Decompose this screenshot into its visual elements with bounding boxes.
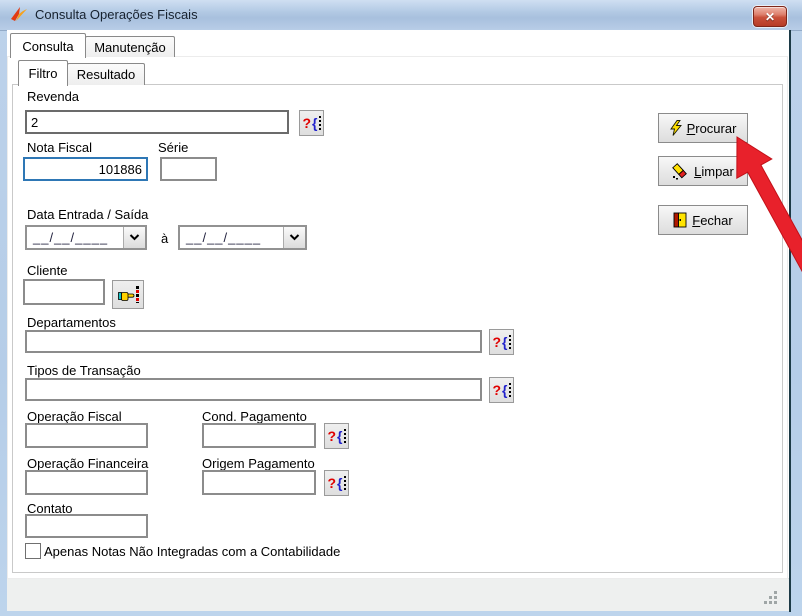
lookup-brace-icon: { bbox=[502, 382, 508, 398]
tab-consulta[interactable]: Consulta bbox=[10, 33, 86, 58]
lookup-dots-icon bbox=[343, 475, 346, 491]
tab-filtro-label: Filtro bbox=[28, 66, 58, 81]
date-range-separator: à bbox=[161, 231, 169, 246]
data-inicial-combo[interactable]: __/__/____ bbox=[25, 225, 147, 250]
data-final-dropdown-button[interactable] bbox=[283, 227, 305, 248]
chevron-down-icon bbox=[129, 234, 140, 241]
lookup-question-icon: ? bbox=[492, 334, 502, 350]
apenas-nao-integradas-checkbox[interactable] bbox=[25, 543, 41, 559]
departamentos-label: Departamentos bbox=[27, 315, 116, 330]
app-logo-icon bbox=[11, 7, 27, 21]
serie-label: Série bbox=[158, 140, 189, 155]
lookup-dots-icon bbox=[318, 115, 321, 131]
lookup-brace-icon: { bbox=[502, 334, 508, 350]
operacao-financeira-input[interactable] bbox=[25, 470, 148, 495]
revenda-lookup-button[interactable]: ?{ bbox=[299, 110, 324, 136]
resize-grip[interactable] bbox=[764, 591, 767, 594]
close-icon: ✕ bbox=[764, 9, 776, 24]
lookup-question-icon: ? bbox=[327, 475, 337, 491]
lookup-question-icon: ? bbox=[492, 382, 502, 398]
fechar-button[interactable]: Fechar bbox=[658, 205, 748, 235]
cliente-search-button[interactable] bbox=[112, 280, 144, 309]
data-final-mask: __/__/____ bbox=[186, 230, 262, 245]
data-final-combo[interactable]: __/__/____ bbox=[178, 225, 307, 250]
departamentos-lookup-button[interactable]: ?{ bbox=[489, 329, 514, 355]
tab-manutencao-label: Manutenção bbox=[94, 39, 166, 55]
cliente-input[interactable] bbox=[23, 279, 105, 305]
data-inicial-dropdown-button[interactable] bbox=[123, 227, 145, 248]
contato-input[interactable] bbox=[25, 514, 148, 538]
lookup-brace-icon: { bbox=[337, 428, 343, 444]
tab-filtro[interactable]: Filtro bbox=[18, 60, 68, 86]
lookup-question-icon: ? bbox=[327, 428, 337, 444]
tipos-transacao-lookup-button[interactable]: ?{ bbox=[489, 377, 514, 403]
lightning-icon bbox=[669, 120, 682, 136]
lookup-dots-icon bbox=[508, 334, 511, 350]
hand-dots-icon bbox=[135, 286, 139, 303]
eraser-icon bbox=[672, 162, 688, 179]
data-inicial-mask: __/__/____ bbox=[33, 230, 109, 245]
departamentos-input[interactable] bbox=[25, 330, 482, 353]
cond-pagamento-label: Cond. Pagamento bbox=[202, 409, 307, 424]
origem-pagamento-lookup-button[interactable]: ?{ bbox=[324, 470, 349, 496]
window-title: Consulta Operações Fiscais bbox=[35, 7, 198, 22]
nota-fiscal-input[interactable] bbox=[23, 157, 148, 181]
lookup-dots-icon bbox=[343, 428, 346, 444]
cond-pagamento-lookup-button[interactable]: ?{ bbox=[324, 423, 349, 449]
tab-resultado-label: Resultado bbox=[76, 67, 136, 82]
revenda-input[interactable] bbox=[25, 110, 289, 134]
close-button[interactable]: ✕ bbox=[753, 6, 787, 27]
cond-pagamento-input[interactable] bbox=[202, 423, 316, 448]
procurar-button-label: Procurar bbox=[686, 120, 737, 136]
tab-resultado[interactable]: Resultado bbox=[67, 63, 145, 85]
window-edge-line bbox=[789, 30, 791, 612]
tab-manutencao[interactable]: Manutenção bbox=[85, 36, 175, 57]
status-bar bbox=[7, 578, 789, 611]
origem-pagamento-input[interactable] bbox=[202, 470, 316, 495]
apenas-nao-integradas-label: Apenas Notas Não Integradas com a Contab… bbox=[44, 544, 341, 559]
lookup-dots-icon bbox=[508, 382, 511, 398]
revenda-label: Revenda bbox=[27, 89, 80, 104]
tipos-transacao-label: Tipos de Transação bbox=[27, 363, 141, 378]
limpar-button-label: Limpar bbox=[694, 163, 734, 179]
data-entrada-saida-label: Data Entrada / Saída bbox=[27, 207, 149, 222]
title-bar[interactable]: Consulta Operações Fiscais ✕ bbox=[0, 0, 802, 31]
pointing-hand-icon bbox=[117, 291, 134, 301]
operacao-financeira-label: Operação Financeira bbox=[27, 456, 149, 471]
nota-fiscal-label: Nota Fiscal bbox=[27, 140, 93, 155]
operacao-fiscal-input[interactable] bbox=[25, 423, 148, 448]
lookup-question-icon: ? bbox=[302, 115, 312, 131]
contato-label: Contato bbox=[27, 501, 73, 516]
tipos-transacao-input[interactable] bbox=[25, 378, 482, 401]
door-exit-icon bbox=[673, 212, 687, 228]
tab-consulta-label: Consulta bbox=[22, 38, 74, 54]
fechar-button-label: Fechar bbox=[692, 212, 733, 228]
cliente-label: Cliente bbox=[27, 263, 68, 278]
procurar-button[interactable]: Procurar bbox=[658, 113, 748, 143]
lookup-brace-icon: { bbox=[312, 115, 318, 131]
lookup-brace-icon: { bbox=[337, 475, 343, 491]
chevron-down-icon bbox=[289, 234, 300, 241]
origem-pagamento-label: Origem Pagamento bbox=[202, 456, 315, 471]
limpar-button[interactable]: Limpar bbox=[658, 156, 748, 186]
serie-input[interactable] bbox=[160, 157, 217, 181]
operacao-fiscal-label: Operação Fiscal bbox=[27, 409, 122, 424]
